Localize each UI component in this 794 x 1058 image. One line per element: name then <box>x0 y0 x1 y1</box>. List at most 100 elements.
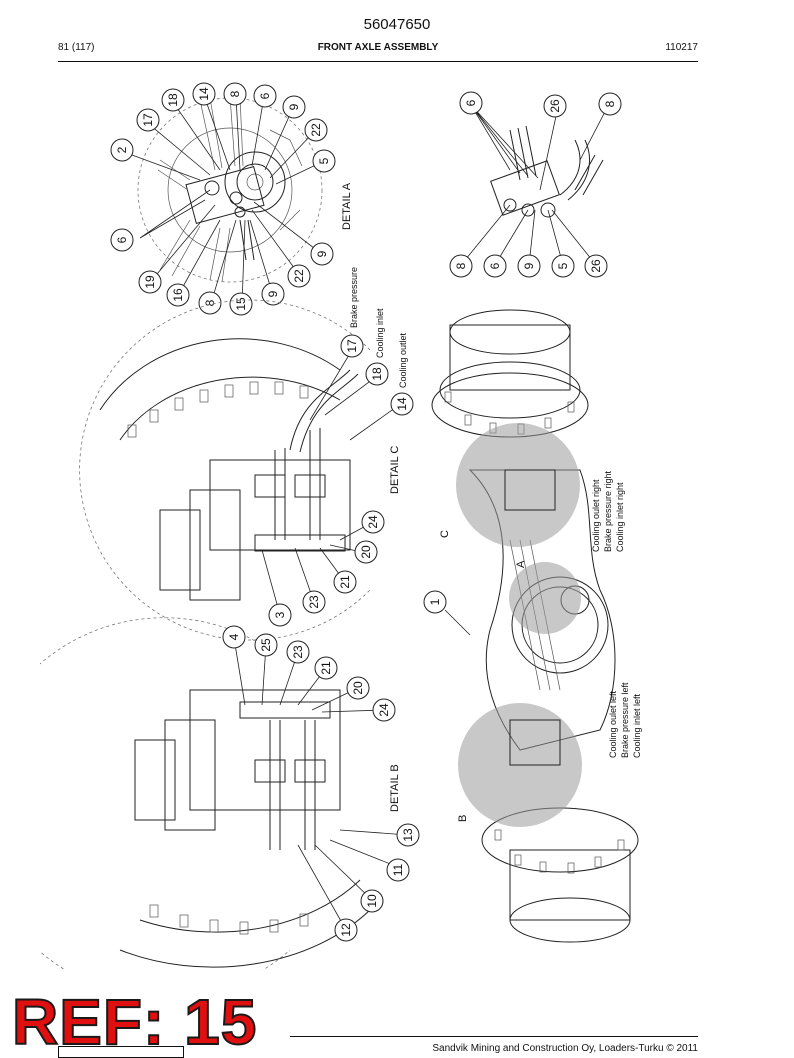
svg-text:15: 15 <box>234 297 248 311</box>
svg-text:8: 8 <box>203 299 217 306</box>
svg-text:22: 22 <box>292 269 306 283</box>
callout-bubble: 26 <box>543 94 567 118</box>
callout-bubble: 8 <box>598 92 622 116</box>
detail-c-highlight <box>456 423 580 547</box>
document-number: 56047650 <box>363 16 431 33</box>
cooling-inlet-right-label: Cooling inlet right <box>615 482 625 552</box>
axle-overview: C A B Cooling oulet right Brake pressure… <box>423 309 642 943</box>
svg-text:14: 14 <box>395 397 409 411</box>
svg-text:5: 5 <box>317 157 331 164</box>
svg-text:25: 25 <box>259 638 273 652</box>
ref-stamp: REF: 15 <box>11 986 258 1058</box>
detail-c-view: DETAIL C Brake pressure Cooling inlet Co… <box>79 267 408 641</box>
cooling-outlet-label: Cooling outlet <box>398 332 408 388</box>
svg-text:18: 18 <box>370 367 384 381</box>
callout-bubble: 6 <box>110 228 134 252</box>
svg-text:6: 6 <box>464 99 478 106</box>
callout-bubble: 10 <box>360 889 384 913</box>
callout-bubble: 23 <box>286 640 310 664</box>
svg-text:26: 26 <box>548 99 562 113</box>
callout-bubble: 6 <box>483 254 507 278</box>
callout-bubble: 25 <box>254 633 278 657</box>
svg-text:13: 13 <box>401 828 415 842</box>
svg-text:11: 11 <box>391 863 405 876</box>
svg-text:4: 4 <box>227 633 241 640</box>
svg-text:8: 8 <box>228 90 242 97</box>
callout-bubble: 21 <box>314 656 338 680</box>
callout-bubble: 9 <box>310 242 334 266</box>
footer-copyright: Sandvik Mining and Construction Oy, Load… <box>432 1043 698 1054</box>
detail-a-highlight <box>509 562 581 634</box>
svg-text:16: 16 <box>171 288 185 302</box>
callout-bubble: 17 <box>136 108 160 132</box>
callout-bubble: 2 <box>110 138 134 162</box>
svg-text:24: 24 <box>377 703 391 717</box>
callout-bubble: 14 <box>192 82 216 106</box>
callout-bubble: 3 <box>268 603 292 627</box>
callout-bubble: 18 <box>365 362 389 386</box>
svg-text:18: 18 <box>166 93 180 107</box>
svg-text:9: 9 <box>522 262 536 269</box>
callout-bubble: 4 <box>222 625 246 649</box>
brake-pressure-left-label: Brake pressure left <box>620 682 630 758</box>
cooling-outlet-right-label: Cooling oulet right <box>591 479 601 552</box>
page-header: 81 (117) FRONT AXLE ASSEMBLY 110217 <box>58 42 698 56</box>
svg-text:6: 6 <box>115 236 129 243</box>
svg-text:9: 9 <box>287 103 301 110</box>
callout-bubble: 5 <box>312 149 336 173</box>
view-b-label: B <box>457 815 469 822</box>
svg-text:5: 5 <box>556 262 570 269</box>
callout-bubble: 6 <box>459 91 483 115</box>
document-code: 110217 <box>665 42 698 53</box>
callout-bubble: 1 <box>423 590 447 614</box>
svg-text:9: 9 <box>315 250 329 257</box>
svg-text:21: 21 <box>319 661 333 675</box>
callout-bubble: 8 <box>449 254 473 278</box>
callout-bubble: 11 <box>386 858 410 882</box>
callout-bubble: 9 <box>517 254 541 278</box>
callout-bubble: 21 <box>333 570 357 594</box>
brake-pressure-right-label: Brake pressure right <box>603 470 613 552</box>
svg-text:23: 23 <box>307 595 321 609</box>
callout-bubble: 17 <box>340 334 364 358</box>
svg-text:6: 6 <box>488 262 502 269</box>
front-axle-drawing: .ln { fill: none; stroke: #222; stroke-w… <box>40 82 642 970</box>
detail-a-view: DETAIL A <box>137 95 353 283</box>
svg-text:21: 21 <box>338 575 352 589</box>
svg-text:6: 6 <box>258 92 272 99</box>
detail-a-callouts: 2 17 18 14 8 6 9 22 5 6 19 16 8 15 9 22 … <box>110 82 336 316</box>
callout-bubble: 12 <box>334 918 358 942</box>
header-divider <box>58 61 698 62</box>
svg-text:22: 22 <box>309 123 323 137</box>
svg-text:12: 12 <box>339 923 353 937</box>
callout-bubble: 8 <box>223 82 247 106</box>
callout-bubble: 14 <box>390 392 414 416</box>
callout-bubble: 16 <box>166 283 190 307</box>
callout-bubble: 13 <box>396 823 420 847</box>
callout-bubble: 9 <box>261 282 285 306</box>
cooling-outlet-left-label: Cooling oulet left <box>608 690 618 758</box>
detail-b-label: DETAIL B <box>389 764 401 812</box>
callout-bubble: 18 <box>161 88 185 112</box>
svg-text:19: 19 <box>143 275 157 289</box>
view-a-label: A <box>515 560 527 568</box>
page-number: 81 (117) <box>58 42 95 53</box>
footer-divider <box>290 1036 698 1037</box>
callout-bubble: 22 <box>304 118 328 142</box>
svg-text:10: 10 <box>365 894 379 908</box>
svg-text:3: 3 <box>273 611 287 618</box>
cooling-inlet-left-label: Cooling inlet left <box>632 693 642 758</box>
callout-bubble: 20 <box>354 540 378 564</box>
svg-text:20: 20 <box>351 681 365 695</box>
svg-text:8: 8 <box>603 100 617 107</box>
company-logo <box>58 1046 184 1058</box>
detail-a-label: DETAIL A <box>341 182 353 230</box>
svg-text:8: 8 <box>454 262 468 269</box>
detail-b-callouts: 4 25 23 21 20 24 13 11 10 12 <box>222 625 420 942</box>
callout-bubble: 9 <box>282 95 306 119</box>
svg-text:24: 24 <box>366 515 380 529</box>
svg-text:2: 2 <box>115 146 129 153</box>
callout-bubble: 6 <box>253 84 277 108</box>
callout-bubble: 8 <box>198 291 222 315</box>
callout-bubble: 20 <box>346 676 370 700</box>
